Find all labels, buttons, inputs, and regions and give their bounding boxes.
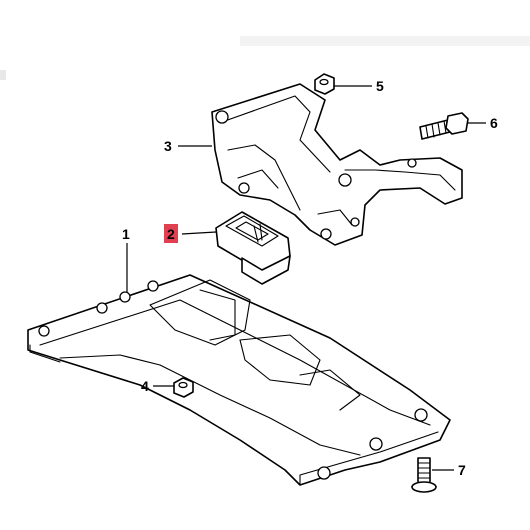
part-6-bolt [419,112,469,140]
part-5-nut [314,73,335,95]
part-1-crossmember [27,274,451,486]
callout-2-highlight [164,224,178,243]
leader-2 [181,231,217,235]
part-4-nut [173,377,194,398]
callout-3[interactable]: 3 [164,138,172,154]
callout-7[interactable]: 7 [458,462,466,478]
part-3-bracket [211,83,463,246]
top-scan-band [240,36,530,46]
callout-2[interactable]: 2 [167,226,175,242]
callout-5[interactable]: 5 [376,78,384,94]
callout-4[interactable]: 4 [141,378,149,394]
left-scan-mark [0,70,6,80]
part-7-bolt [411,457,437,493]
callout-6[interactable]: 6 [490,115,498,131]
part-2-rubber-mount [215,211,291,285]
callout-1[interactable]: 1 [122,226,130,242]
